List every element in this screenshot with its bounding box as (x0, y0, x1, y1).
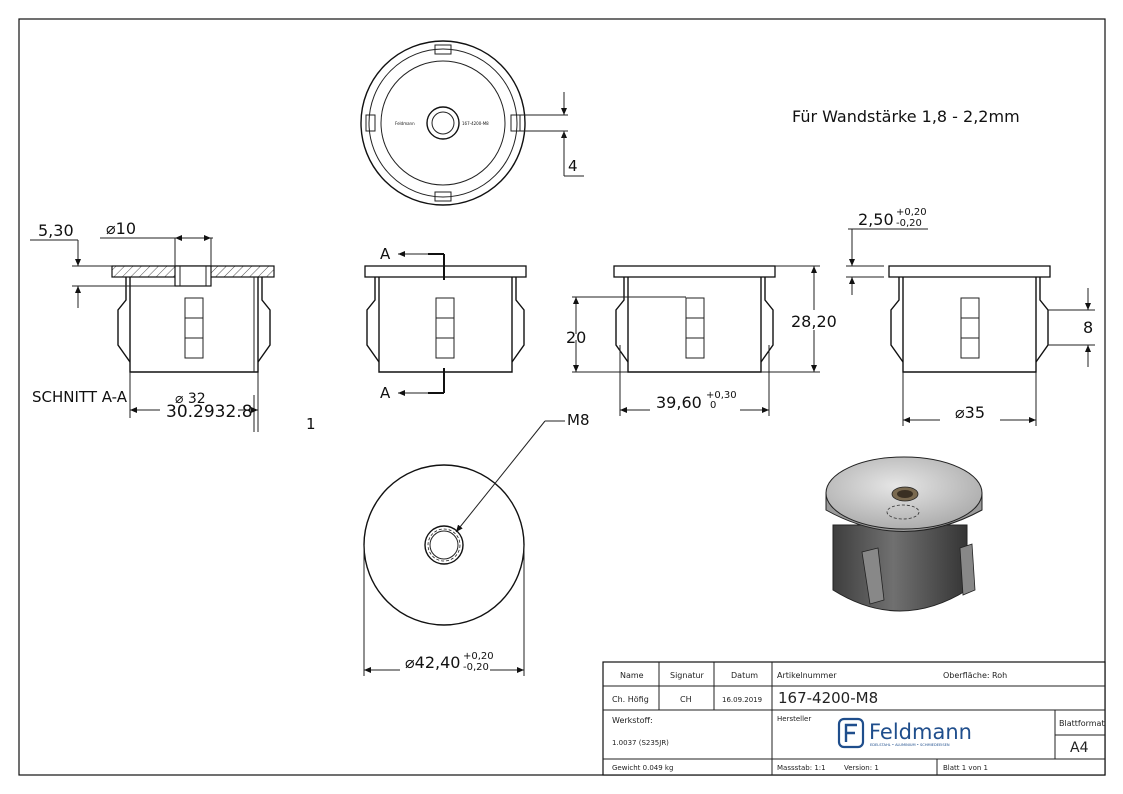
tb-sheet: Blatt 1 von 1 (943, 764, 988, 772)
tb-name-value: Ch. Höfig (612, 695, 649, 704)
dim-section-overlap: 30.2932.8 (166, 402, 253, 422)
sheet-border (18, 18, 1106, 776)
dim-insert-diameter: 39,60 (656, 393, 702, 412)
section-label: SCHNITT A-A (32, 388, 128, 406)
tol-cap-upper: +0,20 (463, 651, 494, 662)
tb-weight: Gewicht 0.049 kg (612, 764, 673, 772)
right-view: 2,50 +0,20 -0,20 8 ⌀35 (846, 207, 1095, 426)
top-view-article-text: 167-4200-M8 (462, 121, 489, 126)
top-view-logo-text: Feldmann (395, 121, 415, 126)
feldmann-logo: Feldmann EDELSTAHL • ALUMINIUM • SCHMIED… (837, 717, 972, 749)
tb-article-number: 167-4200-M8 (778, 689, 878, 707)
dim-hole-diameter: ⌀10 (106, 219, 136, 238)
tb-article-label: Artikelnummer (777, 671, 837, 680)
tb-col-name: Name (620, 671, 644, 680)
tb-manufacturer-label: Hersteller (777, 715, 811, 723)
dim-section-thickness: 5,30 (38, 221, 74, 240)
bottom-view: M8 ⌀42,40 +0,20 -0,20 (363, 411, 590, 676)
tb-scale: Massstab: 1:1 (777, 764, 826, 772)
dim-cap-diameter: ⌀42,40 (405, 653, 460, 672)
tb-format-value: A4 (1070, 740, 1089, 756)
tb-col-date: Datum (731, 671, 758, 680)
tol-cap-lower: -0,20 (463, 662, 489, 673)
tb-material-label: Werkstoff: (612, 716, 653, 725)
thread-label: M8 (567, 411, 590, 429)
dim-section-hidden: ⌀ 32 (175, 391, 206, 407)
tb-surface-value: Roh (992, 671, 1007, 680)
front-view: A A (364, 245, 527, 402)
tol-insert-lower: 0 (710, 400, 716, 411)
dim-tab-width: 4 (568, 157, 578, 175)
tol-insert-upper: +0,30 (706, 390, 737, 401)
tb-surface-label: Oberfläche: (943, 671, 990, 680)
isometric-render (825, 456, 983, 612)
dim-tab-height: 8 (1083, 318, 1093, 337)
section-view: 5,30 ⌀10 SCHNITT A-A ⌀ 32 30.2932.8 1 (30, 219, 316, 433)
brand-name: Feldmann (869, 720, 972, 744)
dim-total-height: 28,20 (791, 312, 837, 331)
tb-material-value: 1.0037 (S235JR) (612, 739, 669, 747)
tb-version: Version: 1 (844, 764, 879, 772)
tol-flange-upper: +0,20 (896, 207, 927, 218)
wall-thickness-note: Für Wandstärke 1,8 - 2,2mm (792, 107, 1020, 126)
section-marker-top: A (380, 245, 391, 263)
section-marker-bottom: A (380, 384, 391, 402)
stray-mark: 1 (306, 415, 316, 433)
tb-date-value: 16.09.2019 (722, 696, 762, 704)
dim-flange-thickness: 2,50 (858, 210, 894, 229)
side-view: 20 28,20 39,60 +0,30 0 (566, 265, 837, 416)
title-block: Name Signatur Datum Ch. Höfig CH 16.09.2… (602, 661, 1106, 776)
top-view: Feldmann 167-4200-M8 4 (360, 40, 584, 206)
dim-bottom-diameter: ⌀35 (955, 403, 985, 422)
tb-format-label: Blattformat (1059, 719, 1105, 728)
brand-tagline: EDELSTAHL • ALUMINIUM • SCHMIEDEEISEN (870, 743, 950, 747)
tb-signature-value: CH (680, 695, 692, 704)
tol-flange-lower: -0,20 (896, 218, 922, 229)
tb-col-signature: Signatur (670, 671, 705, 680)
dim-insert-height: 20 (566, 328, 586, 347)
